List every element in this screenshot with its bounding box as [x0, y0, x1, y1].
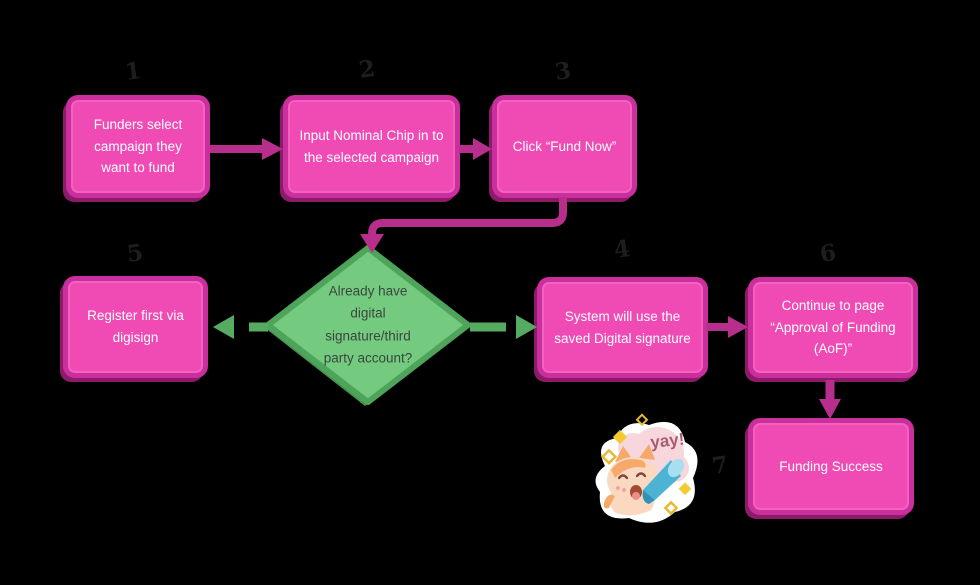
decision-diamond: Already have digital signature/third par… — [262, 240, 474, 410]
diamond-shape-icon — [265, 245, 471, 406]
node-continue-aof: Continue to page “Approval of Funding (A… — [748, 277, 918, 378]
cat-ear-icon — [639, 444, 655, 460]
arrow-system-to-continue — [706, 316, 748, 338]
step-number-6: 6 — [818, 239, 838, 268]
step-number-7: 7 — [710, 451, 730, 480]
arrow-decision-to-system — [470, 315, 537, 339]
node-system-saved-signature: System will use the saved Digital signat… — [537, 277, 708, 378]
cat-eye-icon — [635, 472, 647, 478]
step-number-3: 3 — [553, 57, 573, 86]
step-number-5: 5 — [125, 239, 145, 268]
node-funding-success: Funding Success — [748, 418, 914, 515]
megaphone-icon — [642, 458, 685, 504]
sticker-yay-text: yay! — [649, 430, 685, 452]
node-register-digisign: Register first via digisign — [63, 276, 208, 378]
node-click-fund-now: Click “Fund Now” — [492, 95, 637, 198]
decision-label: Already have digital signature/third par… — [323, 283, 413, 366]
step-number-4: 4 — [612, 235, 632, 264]
cat-celebration-sticker: yay! — [595, 413, 698, 523]
cat-eye-icon — [617, 474, 629, 480]
arrow-input-to-fundnow — [459, 138, 492, 160]
node-funders-select-campaign: Funders select campaign they want to fun… — [66, 95, 210, 198]
arrow-decision-to-register — [213, 315, 268, 339]
node-input-nominal-chip: Input Nominal Chip in to the selected ca… — [283, 95, 460, 198]
step-number-2: 2 — [357, 55, 377, 84]
step-number-1: 1 — [123, 57, 143, 86]
arrow-select-to-input — [210, 138, 283, 160]
arrow-continue-to-success — [819, 380, 841, 419]
